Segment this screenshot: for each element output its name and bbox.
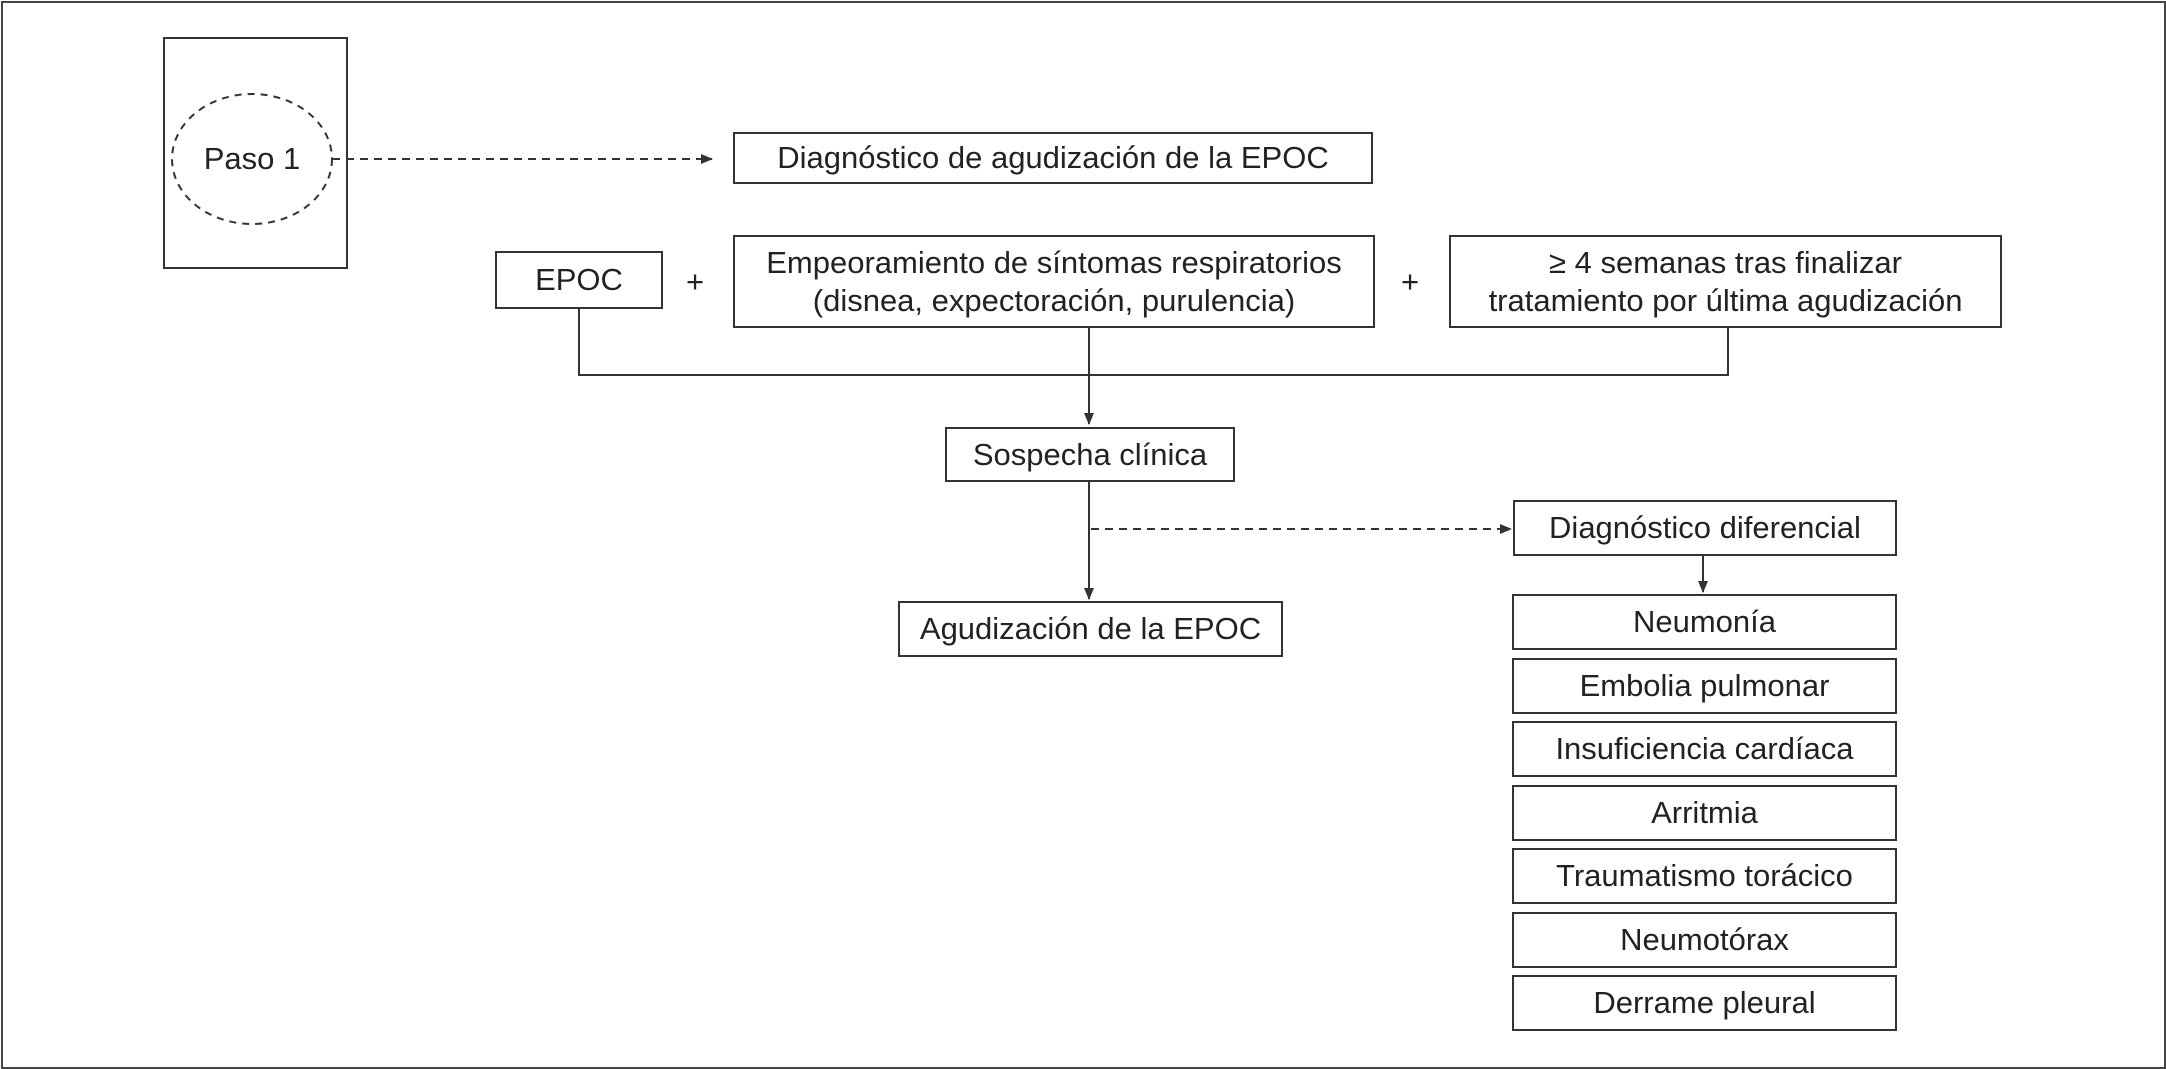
criteria-merge-line [578,309,1729,376]
epoc-box: EPOC [495,251,663,309]
differential-item: Neumonía [1512,594,1897,650]
differential-title-box: Diagnóstico diferencial [1513,500,1897,556]
differential-item: Arritmia [1512,785,1897,841]
title-box: Diagnóstico de agudización de la EPOC [733,132,1373,184]
weeks-line-2: tratamiento por última agudización [1488,282,1963,318]
symptoms-line-2: (disnea, expectoración, purulencia) [812,282,1296,318]
differential-item: Derrame pleural [1512,975,1897,1031]
differential-item: Neumotórax [1512,912,1897,968]
symptoms-line-1: Empeoramiento de síntomas respiratorios [766,244,1342,280]
result-box: Agudización de la EPOC [898,601,1283,657]
differential-item: Traumatismo torácico [1512,848,1897,904]
plus-sign-2: + [1401,264,1420,299]
weeks-line-1: ≥ 4 semanas tras finalizar [1549,244,1902,280]
step-label: Paso 1 [203,141,301,176]
symptoms-box: Empeoramiento de síntomas respiratorios … [733,235,1375,328]
differential-item: Insuficiencia cardíaca [1512,721,1897,777]
differential-item: Embolia pulmonar [1512,658,1897,714]
plus-sign-1: + [686,264,705,299]
step-box [163,37,348,269]
weeks-box: ≥ 4 semanas tras finalizar tratamiento p… [1449,235,2002,328]
suspicion-box: Sospecha clínica [945,427,1235,482]
